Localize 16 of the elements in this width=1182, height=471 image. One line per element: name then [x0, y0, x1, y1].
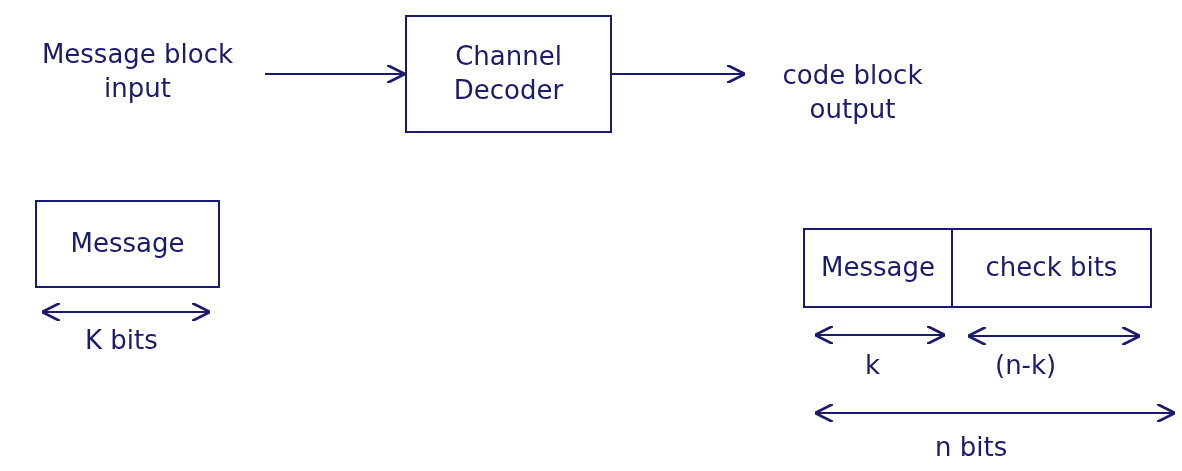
- message-block: [35, 200, 220, 288]
- dimension-label: K bits: [85, 325, 158, 355]
- dimension-label: k: [865, 350, 881, 380]
- node-label: Message block input: [40, 38, 235, 105]
- arrow: [264, 63, 407, 85]
- check-bits-segment: [951, 228, 1152, 308]
- box-label: check bits: [985, 251, 1118, 285]
- box-label: Channel Decoder: [452, 40, 565, 107]
- dimension-label: n bits: [935, 432, 1008, 462]
- box-label: Message: [821, 251, 935, 285]
- decoder-box: [405, 15, 612, 133]
- box-label: Message: [70, 227, 185, 261]
- node-label: code block output: [781, 58, 924, 126]
- dimension-label: (n-k): [995, 350, 1057, 380]
- message-segment: [803, 228, 953, 308]
- arrow: [611, 63, 747, 85]
